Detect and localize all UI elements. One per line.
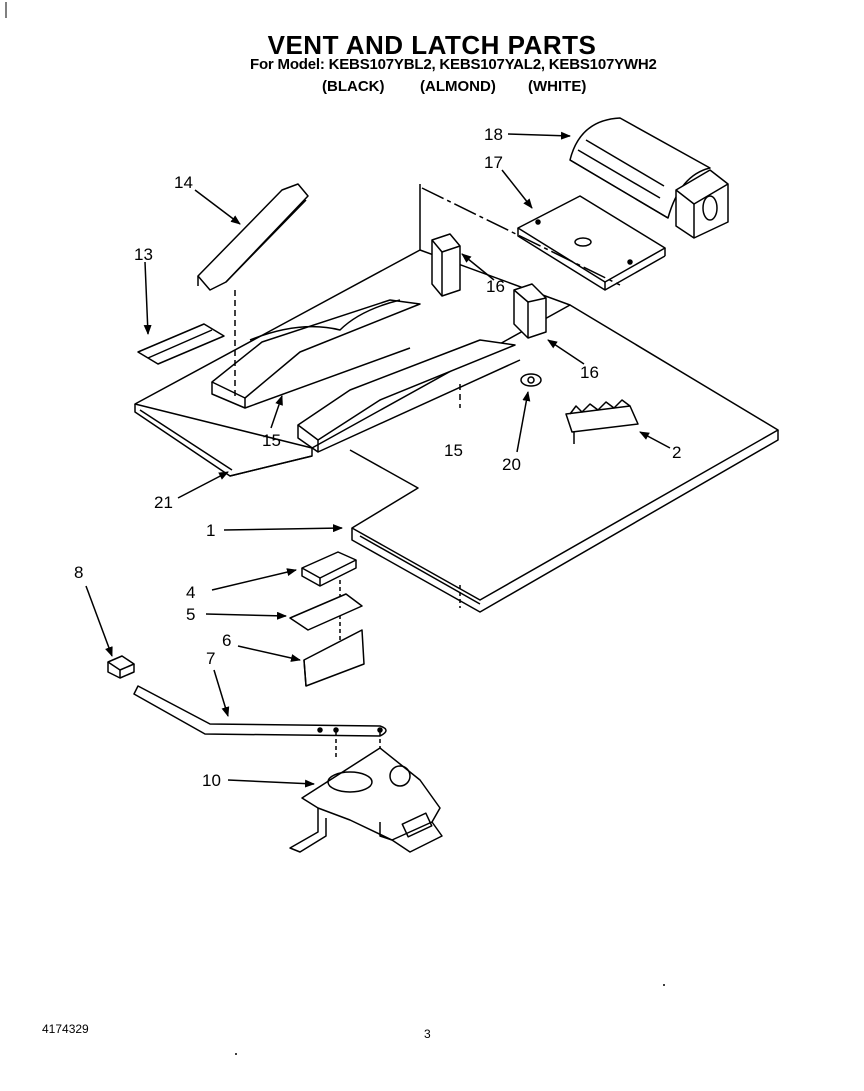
callout-16a: 16 xyxy=(486,277,505,296)
part-number: 4174329 xyxy=(42,1022,89,1036)
callout-15b: 15 xyxy=(444,441,463,460)
callout-10: 10 xyxy=(202,771,221,790)
callout-8: 8 xyxy=(74,563,83,582)
part-18-vent-motor xyxy=(569,117,729,239)
callout-4: 4 xyxy=(186,583,195,602)
callout-20: 20 xyxy=(502,455,521,474)
part-10-latch-assembly xyxy=(289,747,443,853)
callout-7: 7 xyxy=(206,649,215,668)
part-15-left-duct xyxy=(211,299,421,409)
part-14-bracket xyxy=(197,183,309,400)
part-7-latch-link xyxy=(133,685,387,770)
callout-6: 6 xyxy=(222,631,231,650)
callout-1: 1 xyxy=(206,521,215,540)
part-13-slide xyxy=(137,323,225,365)
callout-labels: 18 17 14 13 16 16 15 15 20 2 21 1 8 4 5 … xyxy=(74,125,681,790)
part-16-bracket-upper xyxy=(431,233,461,297)
variant-almond: (ALMOND) xyxy=(420,78,496,95)
callout-17: 17 xyxy=(484,153,503,172)
part-5-insulator xyxy=(289,593,363,631)
page-title: VENT AND LATCH PARTS xyxy=(267,30,597,60)
part-2-strip xyxy=(565,399,639,444)
callout-16b: 16 xyxy=(580,363,599,382)
part-1-top-panel xyxy=(349,184,779,613)
part-15-right-duct xyxy=(297,339,521,453)
variant-black: (BLACK) xyxy=(322,78,385,95)
page-number: 3 xyxy=(424,1027,431,1041)
callout-5: 5 xyxy=(186,605,195,624)
part-6-shield xyxy=(303,629,365,687)
variant-white: (WHITE) xyxy=(528,78,587,95)
model-line: For Model: KEBS107YBL2, KEBS107YAL2, KEB… xyxy=(250,56,657,73)
leader-lines xyxy=(85,131,671,788)
part-16-bracket-lower xyxy=(513,283,547,339)
callout-14: 14 xyxy=(174,173,193,192)
callout-2: 2 xyxy=(672,443,681,462)
callout-13: 13 xyxy=(134,245,153,264)
callout-15a: 15 xyxy=(262,431,281,450)
callout-21: 21 xyxy=(154,493,173,512)
callout-18: 18 xyxy=(484,125,503,144)
part-20-clip xyxy=(520,373,542,387)
part-17-mount-plate xyxy=(517,195,666,291)
part-8-block xyxy=(107,655,135,679)
